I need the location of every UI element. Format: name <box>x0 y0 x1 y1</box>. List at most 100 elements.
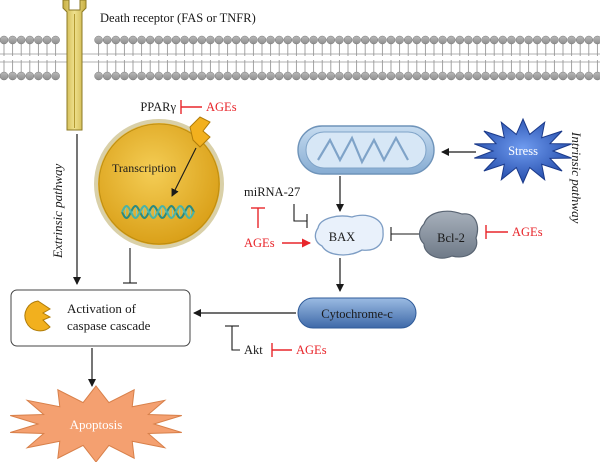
ages-bax-label: AGEs <box>244 236 275 250</box>
lipid-head <box>206 71 215 81</box>
mirna-label: miRNA-27 <box>244 185 300 199</box>
lipid-head <box>309 71 318 81</box>
lipid-head <box>507 35 516 45</box>
lipid-head <box>584 71 594 81</box>
lipid-head <box>283 71 293 81</box>
lipid-head <box>128 35 138 45</box>
lipid-head <box>343 35 353 45</box>
lipid-head <box>378 71 387 81</box>
lipid-head <box>567 35 576 45</box>
caspase-label-line1: Activation of <box>67 301 137 316</box>
lipid-head <box>412 35 422 45</box>
lipid-head <box>171 35 181 45</box>
lipid-head <box>532 35 542 45</box>
lipid-head <box>455 35 465 45</box>
lipid-head <box>223 71 232 81</box>
mitochondrion-icon <box>297 125 435 175</box>
lipid-head <box>352 71 361 81</box>
lipid-head <box>386 71 396 81</box>
ages-bcl2-label: AGEs <box>512 225 543 239</box>
lipid-head <box>102 35 112 45</box>
lipid-head <box>214 35 224 45</box>
lipid-head <box>360 35 370 45</box>
lipid-head <box>472 71 482 81</box>
lipid-head <box>51 71 60 81</box>
lipid-head <box>266 35 275 45</box>
akt-label: Akt <box>244 343 263 357</box>
akt-inhibition <box>225 325 240 351</box>
cell-membrane <box>0 34 600 82</box>
bax-icon <box>314 214 384 256</box>
lipid-head <box>472 35 482 45</box>
lipid-head <box>498 71 508 81</box>
pparg-label: PPARγ <box>140 100 176 114</box>
lipid-head <box>145 35 155 45</box>
lipid-head <box>567 71 576 81</box>
lipid-head <box>197 71 207 81</box>
lipid-head <box>438 35 447 45</box>
lipid-head <box>395 71 404 81</box>
lipid-head <box>0 71 9 81</box>
caspase-label-line2: caspase cascade <box>67 318 151 333</box>
lipid-head <box>343 71 353 81</box>
lipid-head <box>137 71 146 81</box>
lipid-head <box>171 71 181 81</box>
ages-bcl2-inhibition <box>485 225 508 239</box>
lipid-head <box>111 35 121 45</box>
lipid-head <box>154 71 164 81</box>
lipid-head <box>335 71 344 81</box>
dna-icon <box>121 204 195 220</box>
lipid-head <box>240 35 250 45</box>
lipid-head <box>515 35 525 45</box>
lipid-head <box>326 71 336 81</box>
lipid-head <box>257 35 267 45</box>
caspase-icon <box>24 300 52 332</box>
lipid-head <box>163 35 172 45</box>
lipid-head <box>498 35 508 45</box>
lipid-head <box>214 71 224 81</box>
ages-akt-inhibition <box>271 343 292 357</box>
lipid-head <box>94 35 103 45</box>
ages-akt-label: AGEs <box>296 343 327 357</box>
apoptosis-burst-icon <box>10 385 182 462</box>
lipid-head <box>550 71 559 81</box>
lipid-head <box>386 35 396 45</box>
lipid-head <box>378 35 387 45</box>
lipid-head <box>489 35 499 45</box>
transcription-label: Transcription <box>112 161 176 175</box>
lipid-head <box>8 71 17 81</box>
lipid-head <box>16 71 26 81</box>
lipid-head <box>369 71 379 81</box>
lipid-head <box>240 71 250 81</box>
lipid-head <box>0 35 9 45</box>
caspase-box <box>10 289 191 347</box>
lipid-head <box>558 71 568 81</box>
ages-pparg-label: AGEs <box>206 100 237 114</box>
lipid-head <box>154 35 164 45</box>
lipid-head <box>231 71 241 81</box>
lipid-head <box>317 71 327 81</box>
lipid-head <box>421 71 430 81</box>
bax-label: BAX <box>329 230 355 244</box>
lipid-head <box>403 35 413 45</box>
lipid-head <box>326 35 336 45</box>
lipid-head <box>300 71 310 81</box>
lipid-head <box>438 71 447 81</box>
lipid-head <box>593 35 600 45</box>
lipid-head <box>550 35 559 45</box>
lipid-head <box>231 35 241 45</box>
lipid-head <box>249 35 258 45</box>
ages-pparg-inhibition <box>180 100 202 114</box>
lipid-head <box>257 71 267 81</box>
lipid-head <box>274 35 284 45</box>
lipid-head <box>197 35 207 45</box>
extrinsic-pathway-label: Extrinsic pathway <box>50 164 65 259</box>
lipid-head <box>395 35 404 45</box>
lipid-head <box>145 71 155 81</box>
lipid-head <box>584 35 594 45</box>
lipid-head <box>188 71 198 81</box>
lipid-head <box>163 71 172 81</box>
lipid-head <box>446 35 456 45</box>
lipid-head <box>593 71 600 81</box>
lipid-head <box>102 71 112 81</box>
